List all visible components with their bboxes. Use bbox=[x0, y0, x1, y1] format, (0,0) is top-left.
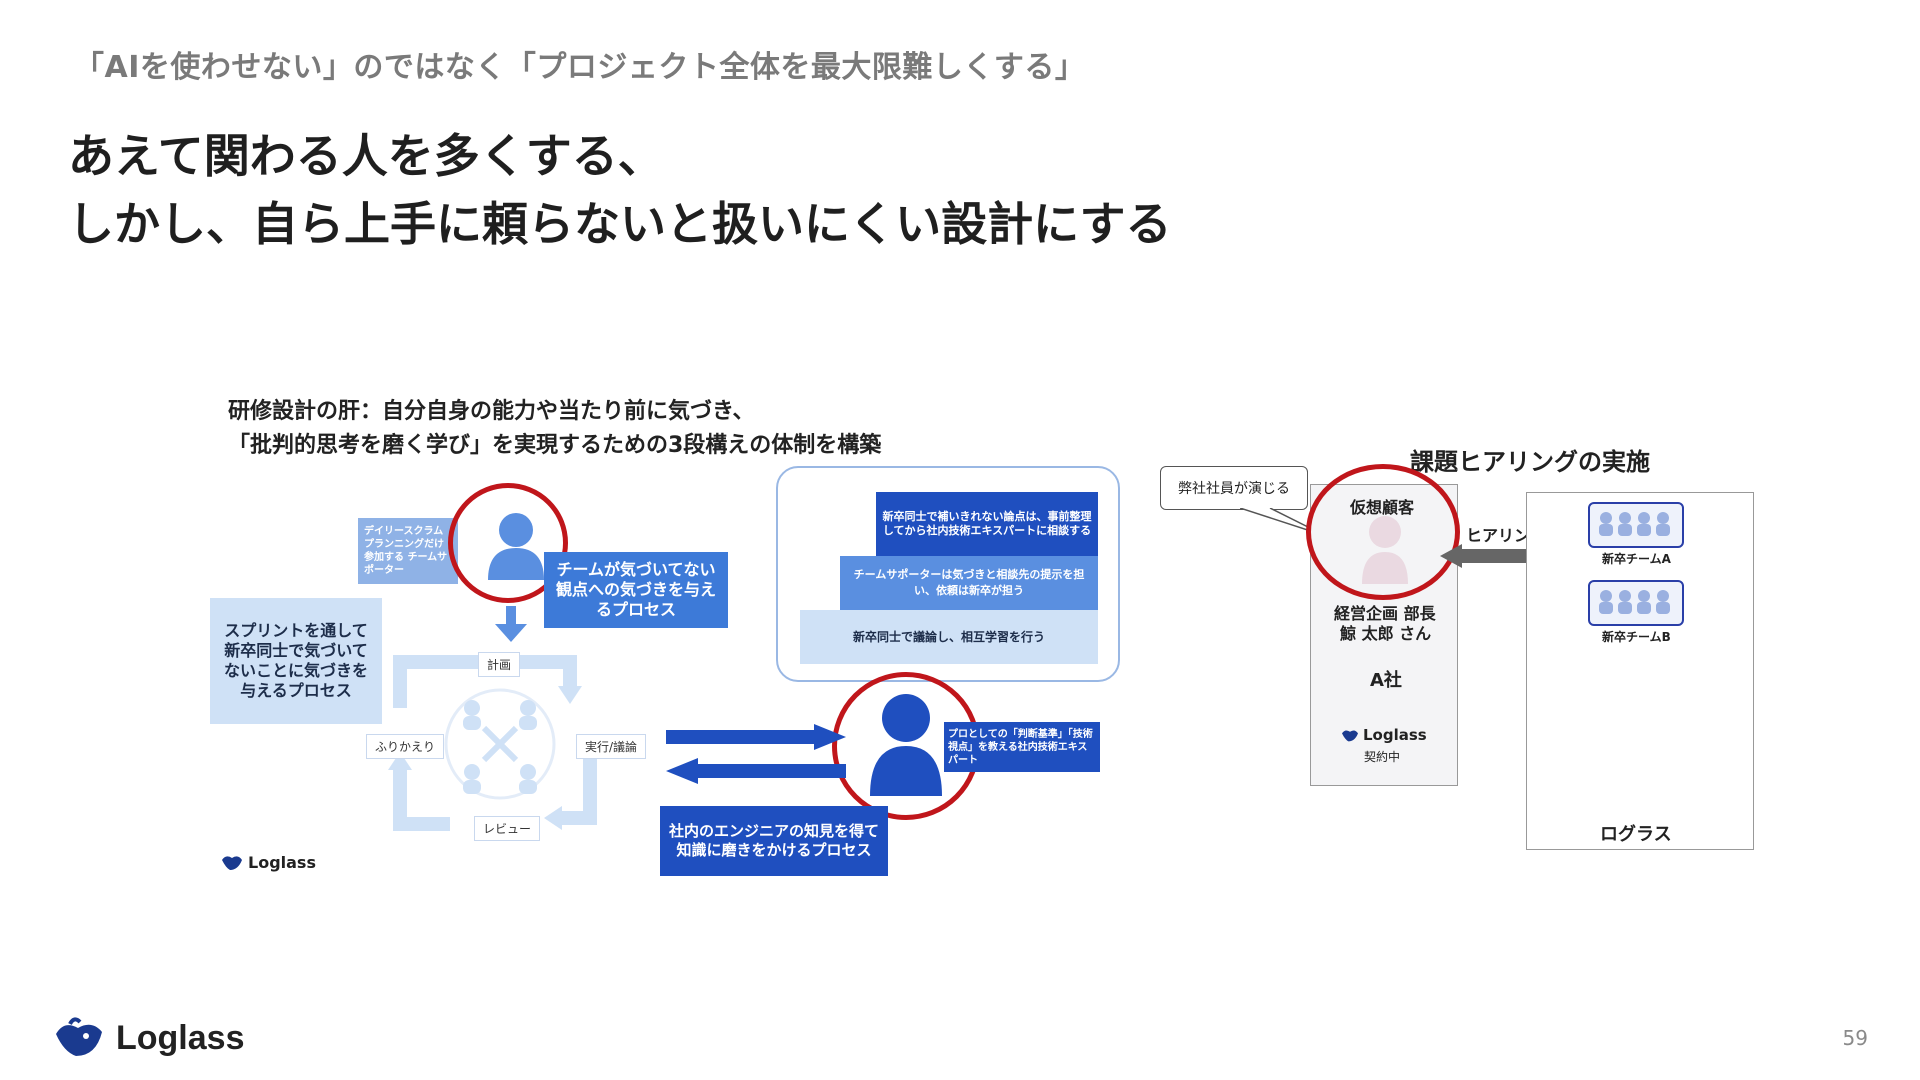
daily-scrum-note: デイリースクラム プランニングだけ 参加する チームサポーター bbox=[358, 518, 458, 584]
headline-line-2: しかし、自ら上手に頼らないと扱いにくい設計にする bbox=[68, 197, 1172, 251]
slide-headline: あえて関わる人を多くする、 しかし、自ら上手に頼らないと扱いにくい設計にする bbox=[68, 122, 1172, 258]
whale-logo-icon bbox=[56, 1017, 102, 1056]
cycle-review-label: レビュー bbox=[474, 816, 541, 841]
team-a-members-icon bbox=[1599, 512, 1670, 536]
slide-eyebrow: 「AIを使わせない」のではなく「プロジェクト全体を最大限難しくする」 bbox=[74, 50, 1086, 85]
speech-bubble: 弊社社員が演じる bbox=[1160, 466, 1308, 510]
stair-container bbox=[776, 466, 1120, 682]
company-name: A社 bbox=[1370, 670, 1402, 691]
expert-note-box: プロとしての「判断基準」「技術視点」を教える社内技術エキスパート bbox=[944, 722, 1100, 772]
right-figure-title: 課題ヒアリングの実施 bbox=[1410, 448, 1650, 476]
person-name: 鯨 太郎 さん bbox=[1340, 624, 1432, 643]
team-b-members-icon bbox=[1599, 590, 1670, 614]
team-a-label: 新卒チームA bbox=[1602, 552, 1671, 566]
sprint-box: スプリントを通して新卒同士で気づいてないことに気づきを与えるプロセス bbox=[210, 598, 382, 724]
cycle-diagram bbox=[388, 655, 597, 831]
footer-logo: Loglass bbox=[52, 1016, 244, 1060]
team-notice-box: チームが気づいてない観点への気づきを与えるプロセス bbox=[544, 552, 728, 628]
engineer-knowledge-box: 社内のエンジニアの知見を得て知識に磨きをかけるプロセス bbox=[660, 806, 888, 876]
stair-middle: チームサポーターは気づきと相談先の提示を担い、依頼は新卒が担う bbox=[840, 556, 1098, 610]
team-b-label: 新卒チームB bbox=[1602, 630, 1671, 644]
person-title: 経営企画 部長 bbox=[1334, 604, 1436, 623]
whale-logo-icon bbox=[222, 856, 242, 870]
cycle-reflect-label: ふりかえり bbox=[366, 734, 445, 759]
left-figure-title-line-1: 研修設計の肝：自分自身の能力や当たり前に気づき、 bbox=[228, 399, 755, 424]
left-figure-logo: Loglass bbox=[220, 852, 316, 872]
footer-logo-text: Loglass bbox=[116, 1018, 245, 1057]
down-arrow-icon bbox=[495, 606, 527, 642]
left-figure-title-line-2: 「批判的思考を磨く学び」を実現するための3段構えの体制を構築 bbox=[228, 433, 882, 458]
page-number: 59 bbox=[1842, 1026, 1868, 1050]
company-a-logo: Loglass bbox=[1340, 726, 1427, 744]
exchange-arrows-icon bbox=[666, 724, 846, 784]
whale-logo-icon bbox=[1342, 730, 1358, 742]
highlight-circle-supporter bbox=[448, 483, 568, 603]
loglass-panel-label: ログラス bbox=[1600, 824, 1672, 845]
loglass-panel bbox=[1526, 492, 1754, 850]
stair-top: 新卒同士で補いきれない論点は、事前整理してから社内技術エキスパートに相談する bbox=[876, 492, 1098, 556]
left-figure-title: 研修設計の肝：自分自身の能力や当たり前に気づき、 「批判的思考を磨く学び」を実現… bbox=[228, 395, 881, 463]
highlight-circle-customer bbox=[1306, 464, 1460, 600]
cycle-execute-label: 実行/議論 bbox=[576, 734, 647, 759]
contract-status: 契約中 bbox=[1364, 750, 1401, 764]
stair-bottom: 新卒同士で議論し、相互学習を行う bbox=[800, 610, 1098, 664]
headline-line-1: あえて関わる人を多くする、 bbox=[68, 129, 664, 183]
cycle-plan-label: 計画 bbox=[478, 652, 521, 677]
